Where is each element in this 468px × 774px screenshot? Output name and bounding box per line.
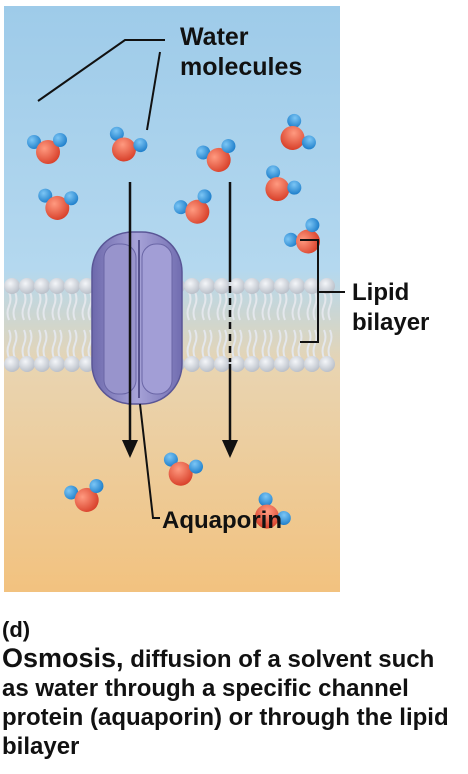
lipid-label-line1: Lipid (352, 279, 410, 306)
arrow-through-aquaporin (122, 182, 138, 458)
osmosis-diagram (4, 6, 345, 592)
caption-heading: Osmosis, (2, 643, 124, 673)
water-leader-line-1 (37, 39, 165, 102)
water-molecule (109, 126, 148, 162)
figure-caption: (d) Osmosis, diffusion of a solvent such… (2, 618, 464, 761)
water-molecules (27, 113, 320, 529)
aquaporin-leader-line (139, 403, 160, 519)
arrow-through-bilayer (222, 182, 238, 458)
water-label-line1: Water (180, 23, 249, 51)
water-leader-line-2 (146, 51, 161, 131)
water-molecule (173, 189, 212, 224)
water-molecule (280, 113, 316, 150)
water-molecule (265, 165, 302, 202)
water-molecule (163, 452, 204, 486)
aquaporin-protein (91, 231, 183, 405)
water-molecule (196, 139, 236, 172)
water-molecule (283, 218, 320, 254)
water-molecule (64, 479, 104, 512)
aquaporin-label: Aquaporin (162, 507, 282, 534)
lipid-bilayer-label: Lipid bilayer (352, 278, 462, 338)
panel-letter: (d) (2, 617, 31, 642)
water-molecules-label: Water molecules (180, 22, 340, 82)
lipid-label-line2: bilayer (352, 309, 430, 336)
caption-body: Osmosis, diffusion of a solvent such as … (2, 644, 464, 761)
caption-text: diffusion of a solvent such as water thr… (2, 646, 449, 760)
water-molecule (254, 492, 291, 529)
water-molecule (38, 188, 79, 220)
water-molecule (27, 133, 67, 164)
water-label-line2: molecules (180, 53, 303, 81)
